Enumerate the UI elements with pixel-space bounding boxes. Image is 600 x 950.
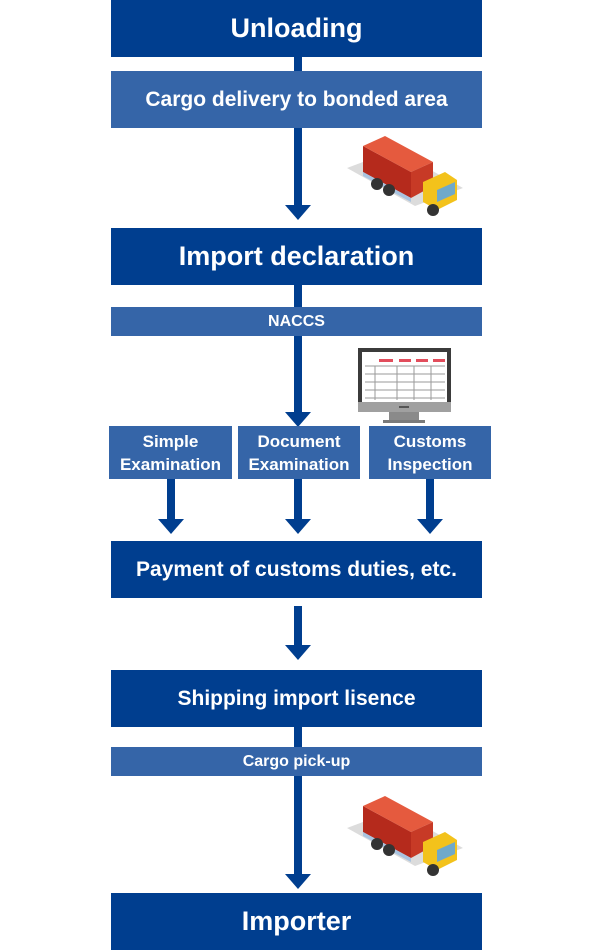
arrow-head (158, 519, 184, 534)
arrow-head (285, 205, 311, 220)
step-label: Cargo pick-up (242, 752, 351, 770)
step-simple-examination: Simple Examination (109, 426, 232, 479)
arrow-head (285, 874, 311, 889)
step-label: Shipping import lisence (177, 686, 416, 710)
step-importer: Importer (111, 893, 482, 950)
arrow-head (417, 519, 443, 534)
step-label-line1: Document (257, 431, 341, 451)
step-cargo-pickup: Cargo pick-up (111, 747, 482, 776)
arrow-head (285, 645, 311, 660)
step-label-line2: Inspection (387, 454, 473, 474)
step-label-line1: Simple (142, 431, 199, 451)
step-label-line2: Examination (248, 454, 350, 474)
step-cargo-delivery: Cargo delivery to bonded area (111, 71, 482, 128)
connector-line (294, 57, 302, 207)
connector-line (294, 727, 302, 877)
truck-icon (347, 796, 463, 876)
connector-line (294, 479, 302, 521)
step-label: Import declaration (178, 241, 415, 271)
truck-icon (347, 136, 463, 216)
step-import-license: Shipping import lisence (111, 670, 482, 727)
computer-monitor-icon (358, 348, 451, 423)
step-label-line2: Examination (119, 454, 222, 474)
step-label: NACCS (268, 312, 325, 330)
connector-line (167, 479, 175, 521)
connector-line (426, 479, 434, 521)
connector-line (294, 606, 302, 646)
step-label: Cargo delivery to bonded area (145, 87, 448, 111)
connector-line (294, 285, 302, 420)
step-customs-inspection: Customs Inspection (369, 426, 491, 479)
arrow-head (285, 519, 311, 534)
step-label: Importer (241, 906, 352, 936)
step-document-examination: Document Examination (238, 426, 360, 479)
step-payment: Payment of customs duties, etc. (111, 541, 482, 598)
step-label: Payment of customs duties, etc. (136, 557, 457, 581)
step-import-declaration: Import declaration (111, 228, 482, 285)
step-naccs: NACCS (111, 307, 482, 336)
step-label: Unloading (230, 13, 363, 43)
arrow-head (285, 412, 311, 427)
step-label-line1: Customs (393, 431, 467, 451)
step-unloading: Unloading (111, 0, 482, 57)
